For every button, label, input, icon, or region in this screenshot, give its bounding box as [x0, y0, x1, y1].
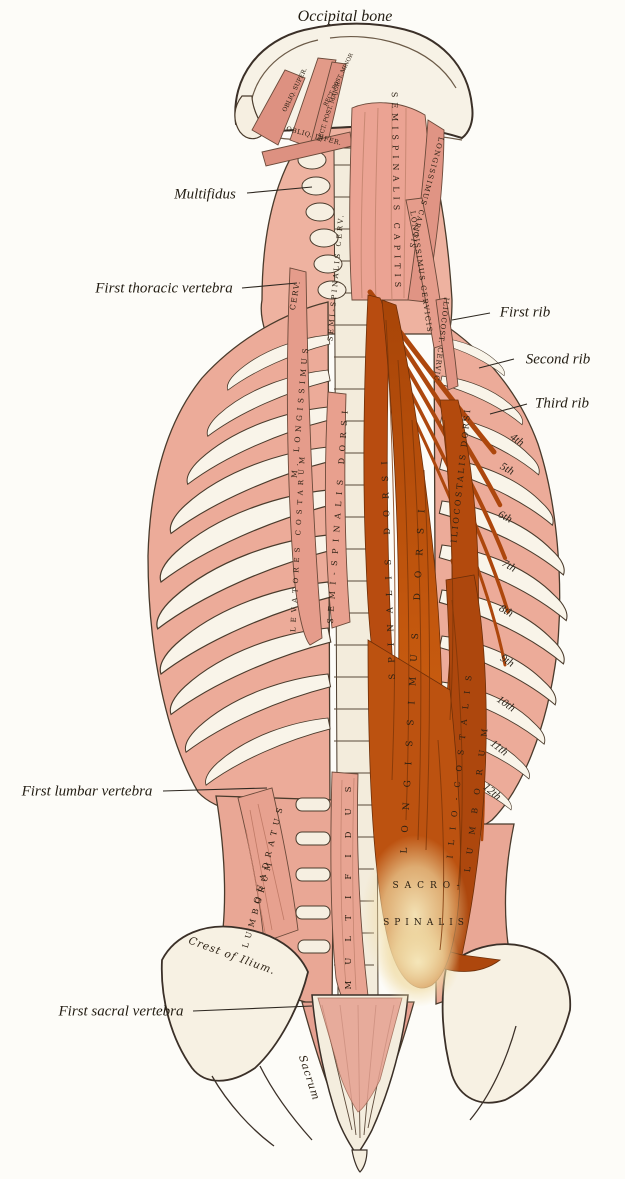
muscle-straps	[237, 57, 459, 1011]
sacral-multifidus	[317, 997, 403, 1113]
lumbar-transverse-processes	[295, 797, 331, 954]
erector-spinae-group	[361, 289, 510, 1007]
